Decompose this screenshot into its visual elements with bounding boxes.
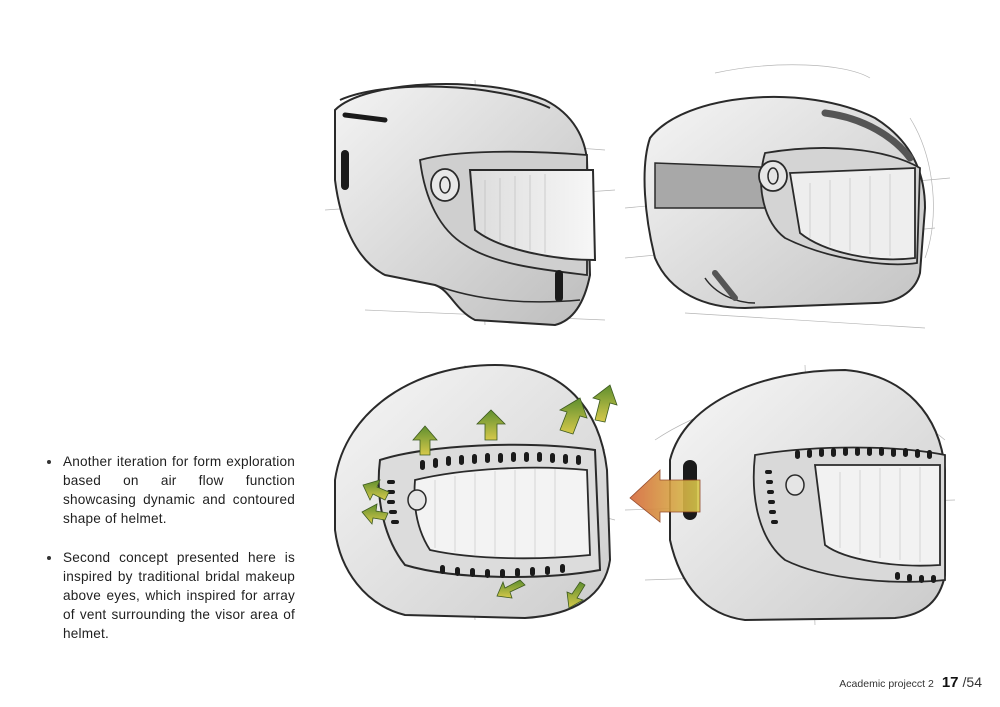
helmet-sketch-airflow-side-view-drawing	[625, 364, 955, 626]
helmet-sketch-airflow-front-view	[325, 360, 620, 625]
page-footer: Academic projecct 2 17 /54	[839, 674, 982, 691]
description-item: Second concept presented here is inspire…	[45, 548, 295, 643]
description-list: Another iteration for form exploration b…	[45, 452, 295, 663]
helmet-sketch-airflow-front-view-drawing	[334, 363, 618, 621]
helmet-sketch-side-view-drawing	[325, 79, 615, 327]
helmet-sketch-three-quarter-view-drawing	[625, 64, 950, 329]
page-total: /54	[962, 674, 982, 690]
helmet-sketch-airflow-side-view	[625, 360, 955, 630]
helmet-sketch-side-view	[325, 70, 615, 335]
page-number: 17	[941, 674, 959, 691]
helmet-sketch-three-quarter-view	[625, 58, 950, 343]
airflow-arrows	[361, 384, 618, 609]
description-item: Another iteration for form exploration b…	[45, 452, 295, 528]
project-label: Academic projecct 2	[839, 678, 934, 690]
airflow-intake-arrow	[629, 469, 701, 523]
